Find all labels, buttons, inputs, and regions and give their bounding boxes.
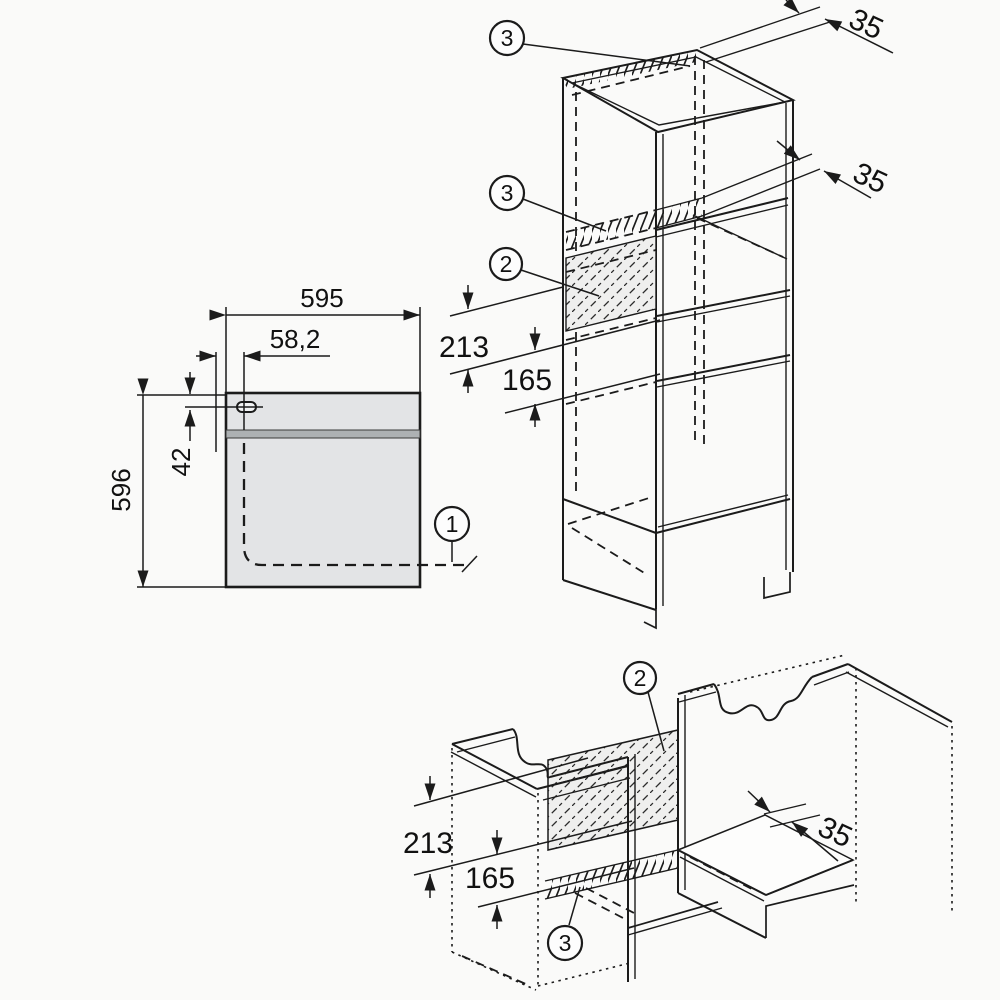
base-unit-view: 35 213 165 2 3 xyxy=(403,654,953,991)
svg-text:2: 2 xyxy=(634,665,647,691)
dim-shield-height-lower-label: 213 xyxy=(403,827,453,860)
dim-top-offset-label: 42 xyxy=(166,448,196,477)
right-cabinet-shelf xyxy=(676,814,855,902)
dim-socket-offset-label: 58,2 xyxy=(270,324,321,354)
callout-3-vent-lower: 3 xyxy=(546,886,584,962)
dim-shield-height-213: 213 xyxy=(439,285,661,393)
dim-shield-height-label: 213 xyxy=(439,331,489,364)
shelf-vent-strip-lower xyxy=(545,850,678,899)
callout-2-shield-lower: 2 xyxy=(622,660,665,752)
callout-3-top: 3 xyxy=(488,19,691,67)
dim-height-596: 596 xyxy=(106,378,226,588)
callout-2-shield: 2 xyxy=(488,246,600,297)
callout-1-circle xyxy=(433,505,471,543)
callout-1-label: 1 xyxy=(446,511,459,537)
niche-dashed-outline xyxy=(242,443,470,567)
front-view: 595 58,2 42 596 1 xyxy=(106,283,478,589)
svg-text:3: 3 xyxy=(501,25,514,51)
middle-shelf xyxy=(565,289,791,405)
callout-3-shelf: 3 xyxy=(488,174,607,232)
dim-top-offset: 42 xyxy=(137,372,226,476)
dim-shield-height-213-lower: 213 xyxy=(403,757,633,898)
dim-vent-offset-165-lower: 165 xyxy=(465,830,635,929)
dim-vent-offset-165: 165 xyxy=(502,327,661,427)
cabinet-base xyxy=(562,494,791,630)
tall-unit-view: 35 35 213 165 3 xyxy=(439,0,894,630)
svg-text:3: 3 xyxy=(559,930,572,956)
dim-vent-offset-lower-label: 165 xyxy=(465,862,515,895)
dim-vent-offset-label: 165 xyxy=(502,364,552,397)
appliance-front-panel xyxy=(224,391,422,589)
control-panel-divider xyxy=(225,429,421,439)
top-vent-strip xyxy=(563,50,701,89)
svg-text:2: 2 xyxy=(500,251,513,277)
callout-1-niche-floor: 1 xyxy=(433,505,471,562)
svg-text:3: 3 xyxy=(501,180,514,206)
dim-width-595: 595 xyxy=(209,283,421,392)
right-base-cabinet xyxy=(676,654,953,939)
upper-shelf xyxy=(565,197,789,273)
shelf-vent-strip xyxy=(566,198,702,250)
dim-height-label: 596 xyxy=(106,468,136,511)
leader-end-tick xyxy=(461,555,478,573)
dim-socket-offset: 58,2 xyxy=(196,324,330,452)
dim-width-label: 595 xyxy=(300,283,343,313)
